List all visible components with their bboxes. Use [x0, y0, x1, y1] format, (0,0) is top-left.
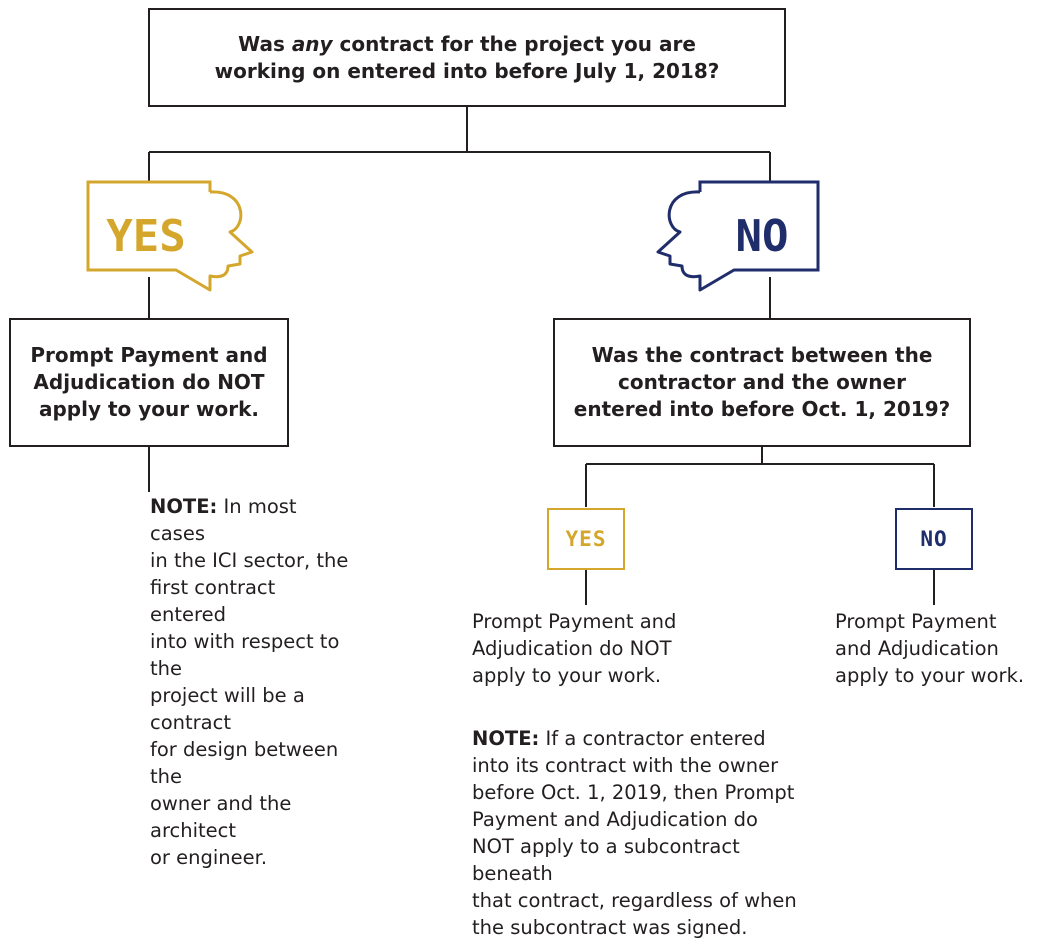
yes-tag: YES [547, 508, 625, 570]
answer-yes-text: Prompt Payment and Adjudication do NOT a… [472, 610, 677, 687]
question-1-text: Was any contract for the project you are… [214, 31, 720, 83]
answer-no-text: Prompt Payment and Adjudication apply to… [835, 610, 1025, 687]
note-left-label: NOTE: [150, 495, 218, 518]
yes-speech-bubble: YES [86, 180, 254, 292]
no-bubble-label: NO [736, 211, 789, 262]
note-right-text: If a contractor entered into its contrac… [472, 727, 797, 939]
answer-left-text: Prompt Payment and Adjudication do NOT a… [30, 343, 268, 421]
note-right-label: NOTE: [472, 727, 540, 750]
question-2-text: Was the contract between the contractor … [573, 343, 951, 421]
answer-left-box: Prompt Payment and Adjudication do NOT a… [9, 318, 289, 447]
question-1-box: Was any contract for the project you are… [148, 8, 786, 107]
note-left: NOTE: In most cases in the ICI sector, t… [150, 493, 350, 871]
note-right: NOTE: If a contractor entered into its c… [472, 725, 802, 941]
yes-bubble-label: YES [106, 211, 185, 262]
no-tag: NO [895, 508, 973, 570]
note-left-text: In most cases in the ICI sector, the fir… [150, 495, 349, 869]
no-speech-bubble: NO [656, 180, 820, 292]
question-2-box: Was the contract between the contractor … [553, 318, 971, 447]
